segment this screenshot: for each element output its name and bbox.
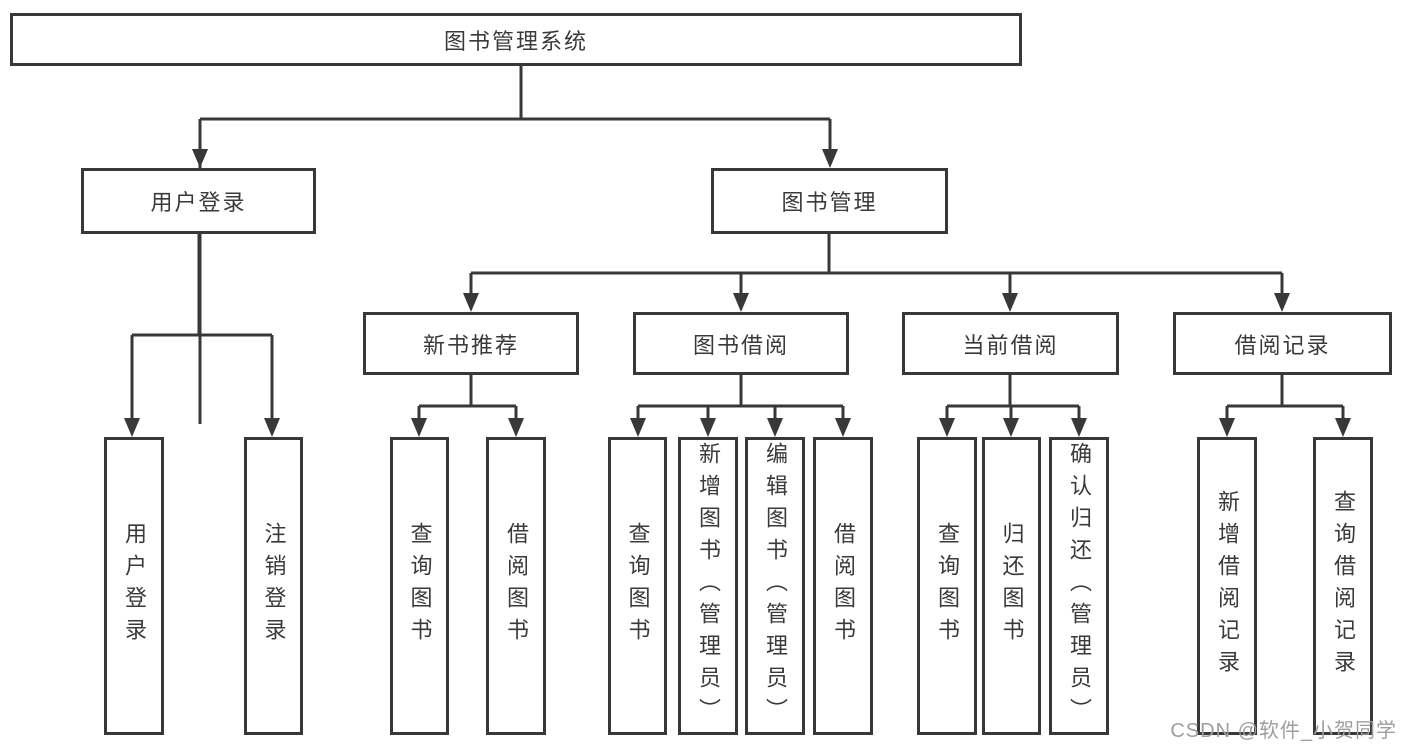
- arrowhead: [822, 149, 838, 168]
- arrowhead: [939, 418, 955, 437]
- csdn-watermark: CSDN @软件_小贺同学: [1170, 720, 1397, 742]
- node-new-book-recommend: 新书推荐: [363, 312, 579, 375]
- leaf-query-borrow-record: 查询借阅记录: [1313, 437, 1373, 735]
- leaf-query-book-2: 查询图书: [608, 437, 667, 735]
- node-label: 新书推荐: [422, 332, 519, 358]
- leaf-return-book: 归还图书: [982, 437, 1041, 735]
- leaf-add-borrow-record: 新增借阅记录: [1197, 437, 1257, 735]
- arrowhead: [733, 293, 749, 312]
- node-book-management-module: 图书管理: [711, 168, 948, 234]
- arrowhead: [1274, 293, 1290, 312]
- node-label: 图书借阅: [692, 332, 789, 358]
- arrowhead: [463, 293, 479, 312]
- leaf-logout: 注销登录: [244, 437, 303, 735]
- arrowhead: [1219, 418, 1235, 437]
- leaf-borrow-book-1: 借阅图书: [486, 437, 546, 735]
- node-label: 新增图书（管理员）: [696, 442, 721, 730]
- arrowhead: [835, 418, 851, 437]
- node-label: 注销登录: [261, 522, 287, 650]
- node-label: 借阅记录: [1234, 332, 1331, 358]
- connector-record-bus: [1225, 375, 1345, 432]
- connector-login-bus: [130, 234, 274, 432]
- arrowhead: [1071, 418, 1087, 437]
- arrowhead: [508, 418, 524, 437]
- node-current-borrow: 当前借阅: [902, 312, 1119, 375]
- connector-root-bus: [198, 66, 832, 424]
- node-label: 借阅图书: [831, 522, 856, 650]
- connector-borrow-bus: [636, 375, 845, 432]
- node-label: 用户登录: [122, 522, 147, 650]
- node-label: 用户登录: [150, 190, 247, 215]
- node-label: 编辑图书（管理员）: [763, 442, 788, 730]
- connector-manage-bus: [469, 234, 1284, 307]
- leaf-edit-book-admin: 编辑图书（管理员）: [745, 437, 805, 735]
- node-label: 归还图书: [999, 522, 1025, 650]
- connector-newbook-bus: [417, 375, 518, 432]
- arrowhead: [411, 418, 427, 437]
- leaf-borrow-book-2: 借阅图书: [813, 437, 873, 735]
- node-label: 确认归还（管理员）: [1067, 442, 1092, 730]
- arrowhead: [1335, 418, 1351, 437]
- leaf-confirm-return-admin: 确认归还（管理员）: [1049, 437, 1109, 735]
- node-borrow-record: 借阅记录: [1173, 312, 1392, 375]
- node-label: 借阅图书: [504, 522, 529, 650]
- arrowhead: [630, 418, 646, 437]
- node-label: 当前借阅: [962, 332, 1059, 358]
- arrowhead: [1003, 418, 1019, 437]
- node-label: 查询图书: [625, 522, 651, 650]
- leaf-query-book-3: 查询图书: [917, 437, 977, 735]
- arrowhead: [767, 418, 783, 437]
- arrowhead: [700, 418, 716, 437]
- node-label: 查询借阅记录: [1331, 490, 1356, 682]
- node-label: 查询图书: [407, 522, 433, 650]
- node-label: 图书管理系统: [443, 28, 588, 54]
- node-root-system: 图书管理系统: [10, 13, 1022, 66]
- arrowhead: [264, 418, 280, 437]
- leaf-user-login: 用户登录: [104, 437, 164, 735]
- node-label: 查询图书: [935, 522, 960, 650]
- arrowhead: [1002, 293, 1018, 312]
- node-label: 图书管理: [781, 190, 878, 215]
- leaf-add-book-admin: 新增图书（管理员）: [678, 437, 738, 735]
- leaf-query-book-1: 查询图书: [390, 437, 449, 735]
- arrowhead: [124, 418, 140, 437]
- arrowhead: [192, 149, 208, 168]
- node-label: 新增借阅记录: [1215, 490, 1240, 682]
- node-user-login-module: 用户登录: [81, 168, 316, 234]
- node-book-borrow: 图书借阅: [633, 312, 849, 375]
